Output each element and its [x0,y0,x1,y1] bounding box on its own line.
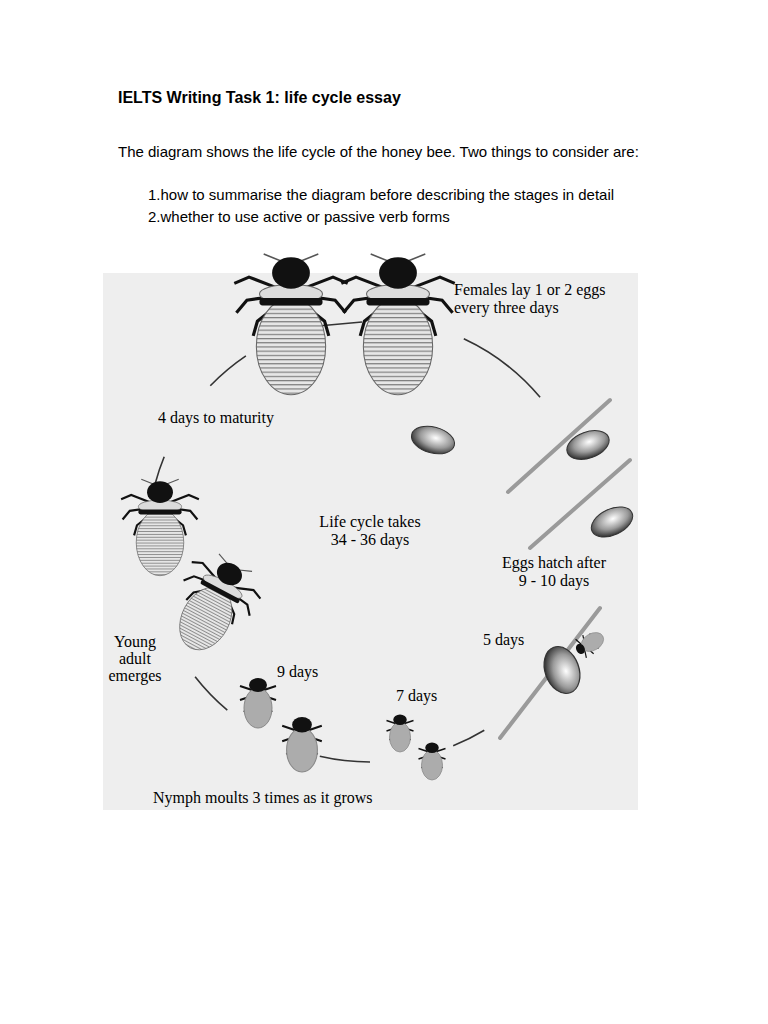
stage-label: Females lay 1 or 2 eggs every three days [454,281,606,316]
egg [563,425,613,464]
list-item: 2.whether to use active or passive verb … [148,208,450,226]
adult-bee [234,254,347,395]
list-item: 1.how to summarise the diagram before de… [148,186,614,204]
stage-label: Nymph moults 3 times as it grows [153,788,373,807]
young-adult-bee [121,479,199,575]
stage-label: 4 days to maturity [158,408,274,427]
stage-label: Young adult emerges [104,634,166,684]
nymph [240,678,276,728]
stage-label: 5 days [483,630,524,649]
intro-text: The diagram shows the life cycle of the … [118,142,643,162]
cycle-arcs [156,322,541,762]
nymph [387,715,414,753]
page-title: IELTS Writing Task 1: life cycle essay [118,88,401,107]
adult-bee [341,254,454,395]
stage-label: Eggs hatch after 9 - 10 days [498,554,610,589]
egg [587,501,638,543]
nymph [282,717,322,772]
stage-label: 7 days [396,686,437,705]
egg [408,422,457,459]
nymph [419,743,446,781]
centre-label: Life cycle takes 34 - 36 days [311,513,429,548]
young-adult-bee [156,544,270,666]
hatching-egg [538,627,608,699]
stage-label: 9 days [277,662,318,681]
